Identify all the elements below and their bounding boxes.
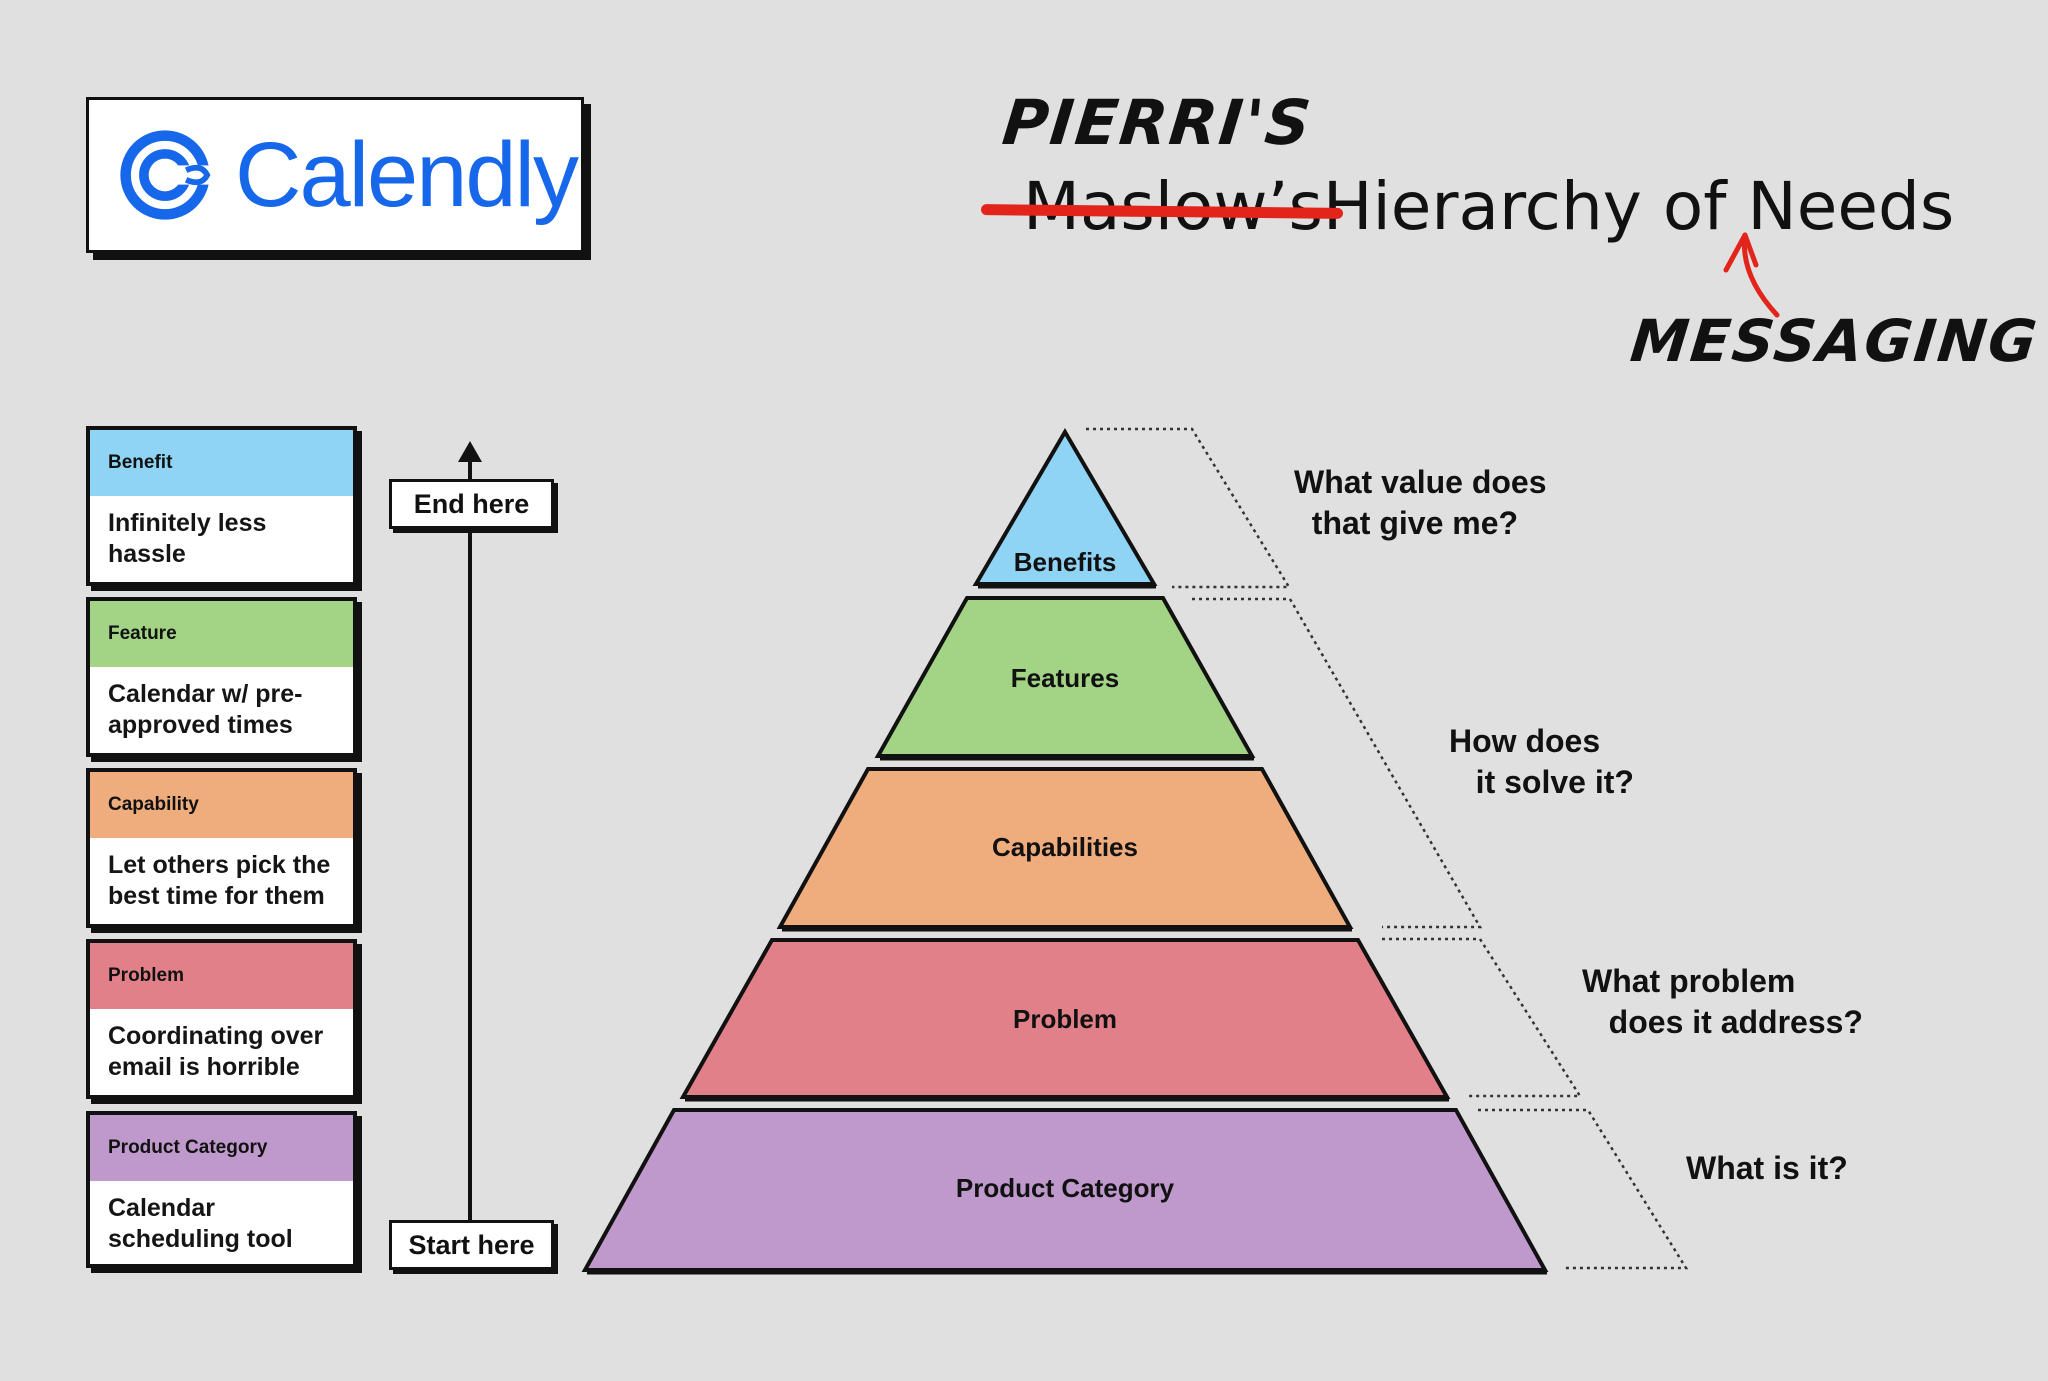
pyramid-question-2: How does it solve it? [1449,723,1634,800]
question-bracket-1 [1086,427,1292,589]
side-card-header: Capability [90,772,353,838]
title-main: Hierarchy of Needs [1322,168,1955,245]
pyramid-tier-features [874,596,1256,758]
side-card-header: Benefit [90,430,353,496]
pyramid-tier-label: Capabilities [992,832,1138,862]
end-here-label: End here [389,479,554,529]
pyramid-question-4: What is it? [1686,1150,1848,1186]
arrow-up-icon [458,441,482,462]
pyramid-tier-benefits [972,428,1158,586]
side-card-body: Calendar scheduling tool [108,1194,293,1253]
side-card-body: Calendar w/ pre-approved times [108,680,303,739]
pyramid-question-1: What value does that give me? [1294,464,1547,541]
pyramid-tier-label: Product Category [955,1173,1175,1203]
pyramid-tier-capabilities [776,767,1354,929]
pyramid-tier-label: Benefits [1013,547,1117,577]
pyramid-tier-label: Features [1010,663,1120,693]
question-bracket-2 [1192,597,1483,929]
side-card-body: Let others pick the best time for them [108,851,331,910]
title-struck-word: Maslow’s [980,168,1343,245]
start-here-label: Start here [389,1220,554,1270]
side-card-header: Product Category [90,1115,353,1181]
pyramid-question-3: What problem does it address? [1582,963,1863,1040]
side-card-header: Feature [90,601,353,667]
insertion-caret-icon [1723,232,1780,318]
pyramid-tier-product-category [581,1108,1549,1272]
side-card-body: Coordinating over email is horrible [108,1022,324,1081]
calendly-logo-card: Calendly [86,97,584,253]
side-card-header: Problem [90,943,353,1009]
pyramid-tier-label: Problem [1012,1004,1118,1034]
pyramid-tier-problem [679,938,1451,1099]
side-card-body: Infinitely less hassle [108,509,267,568]
question-bracket-3 [1382,937,1583,1098]
calendly-wordmark: Calendly [235,124,579,226]
calendly-logo-icon [120,130,213,220]
flow-arrow-line [468,458,472,1223]
title-line: Maslow’sHierarchy of Needs [980,168,1955,245]
